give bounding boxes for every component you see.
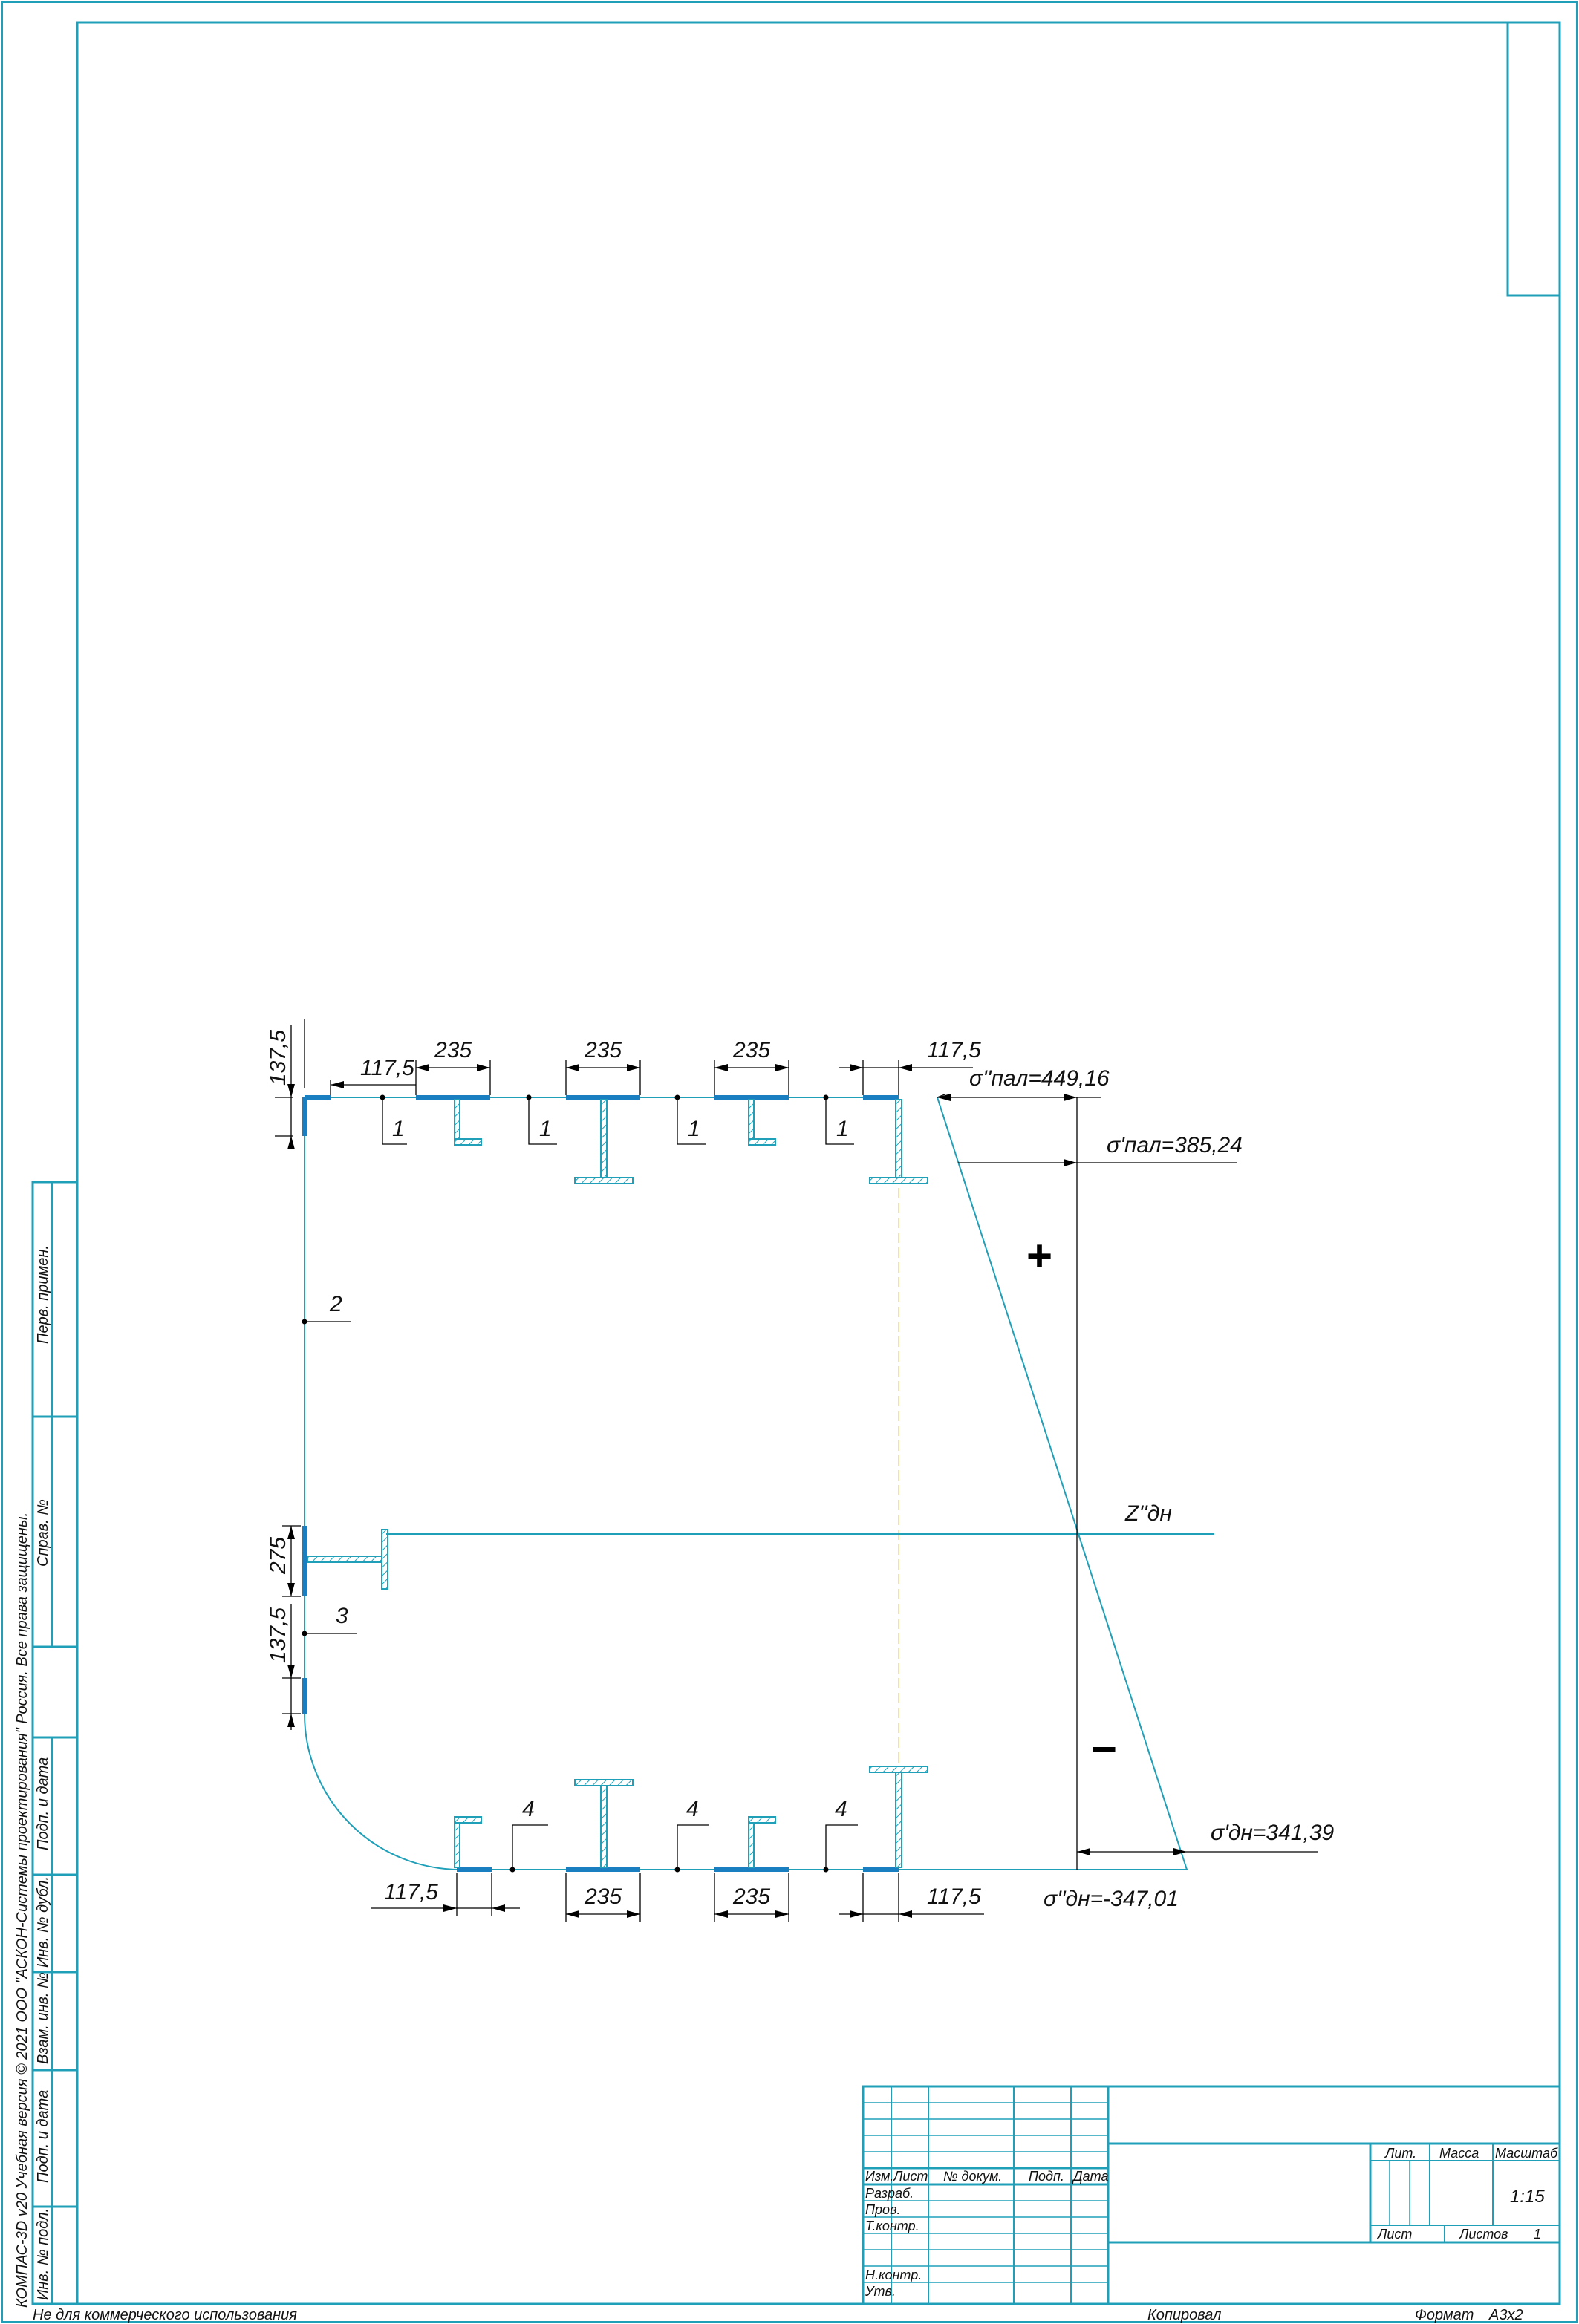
side-stringer [307, 1529, 388, 1590]
dim-top-235-b: 235 [584, 1038, 622, 1063]
dim-left-275: 275 [266, 1537, 290, 1575]
not-commercial-note: Не для коммерческого использования [33, 2307, 297, 2323]
label-deck-1d: 1 [836, 1117, 849, 1141]
dim-top-117-left: 117,5 [360, 1056, 414, 1080]
sigma-bottom-2: σ''дн=-347,01 [1044, 1887, 1179, 1911]
format-label: Формат [1415, 2307, 1474, 2323]
leader-lines [302, 1094, 858, 1873]
tb-utv: Утв. [865, 2284, 896, 2299]
sigma-deck-2: σ'пал=385,24 [1107, 1133, 1243, 1158]
strip-perv-primen: Перв. примен. [35, 1245, 51, 1344]
top-right-stamp-box [1506, 21, 1561, 297]
dim-bottom-117-right: 117,5 [927, 1884, 981, 1909]
title-block [862, 2085, 1561, 2305]
strip-podp-data-2: Подп. и дата [35, 2090, 51, 2183]
dim-top-235-c: 235 [732, 1038, 770, 1063]
dim-top-235-a: 235 [434, 1038, 472, 1063]
strip-inv-podl: Инв. № подл. [35, 2208, 51, 2300]
sigma-deck-1: σ''пал=449,16 [969, 1066, 1110, 1091]
bottom-stiffeners [454, 1766, 928, 1868]
bilge-arc [304, 1713, 461, 1870]
tb-massa: Масса [1439, 2146, 1479, 2161]
dim-bottom-235-a: 235 [584, 1884, 622, 1909]
tb-masshtab: Масштаб [1495, 2146, 1558, 2161]
label-bottom-4b: 4 [686, 1797, 699, 1821]
tb-nkontr: Н.контр. [865, 2268, 922, 2282]
strip-inv-dubl: Инв. № дубл. [35, 1876, 51, 1968]
minus-sign: – [1092, 1721, 1116, 1771]
tb-lit: Лит. [1384, 2146, 1416, 2161]
neutral-axis-label: Z''дн [1124, 1501, 1172, 1526]
tb-razrab: Разраб. [865, 2186, 914, 2201]
label-bilge-3: 3 [336, 1604, 348, 1628]
strip-vzam-inv: Взам. инв. № [35, 1972, 51, 2064]
strip-podp-data-1: Подп. и дата [35, 1757, 51, 1850]
tb-list: Лист [893, 2169, 928, 2184]
label-bottom-4a: 4 [522, 1797, 535, 1821]
dim-bottom-235-b: 235 [732, 1884, 770, 1909]
tb-sheets-label: Листов [1459, 2227, 1508, 2242]
label-deck-1b: 1 [539, 1117, 552, 1141]
tb-podp: Подп. [1029, 2169, 1064, 2184]
label-side-2: 2 [329, 1292, 342, 1316]
left-margin-strip [31, 1181, 79, 2305]
top-dimension-lines [275, 1019, 973, 1149]
hull-section [302, 1095, 1188, 1872]
stress-diagram [386, 1094, 1318, 1870]
dim-bottom-117-left: 117,5 [384, 1880, 438, 1904]
tb-sheet-label: Лист [1377, 2227, 1412, 2242]
deck-stiffeners [454, 1099, 928, 1184]
tb-izm: Изм. [865, 2169, 893, 2184]
label-deck-1a: 1 [392, 1117, 405, 1141]
tb-prov: Пров. [865, 2202, 900, 2217]
tb-doc-no: № докум. [943, 2169, 1002, 2184]
bottom-dimension-lines [371, 1873, 984, 1922]
dim-left-137-top: 137,5 [266, 1030, 290, 1086]
label-bottom-4c: 4 [835, 1797, 847, 1821]
left-dimension-lines [282, 1525, 301, 1730]
copied-label: Копировал [1147, 2307, 1221, 2323]
label-deck-1c: 1 [688, 1117, 700, 1141]
tb-data: Дата [1072, 2169, 1109, 2184]
inner-frame [76, 21, 1561, 2305]
vertical-copyright: КОМПАС-3D v20 Учебная версия © 2021 ООО … [14, 1512, 30, 2308]
dim-left-137-bottom: 137,5 [266, 1607, 290, 1663]
format-value: А3х2 [1488, 2307, 1523, 2323]
sigma-bottom-1: σ'дн=341,39 [1211, 1821, 1335, 1845]
tb-sheets-value: 1 [1534, 2227, 1541, 2242]
plus-sign: + [1026, 1231, 1052, 1281]
dim-top-117-right: 117,5 [927, 1038, 981, 1063]
tb-tkontr: Т.контр. [865, 2219, 919, 2233]
strip-sprav-no: Справ. № [35, 1499, 51, 1567]
tb-scale-value: 1:15 [1510, 2187, 1545, 2207]
